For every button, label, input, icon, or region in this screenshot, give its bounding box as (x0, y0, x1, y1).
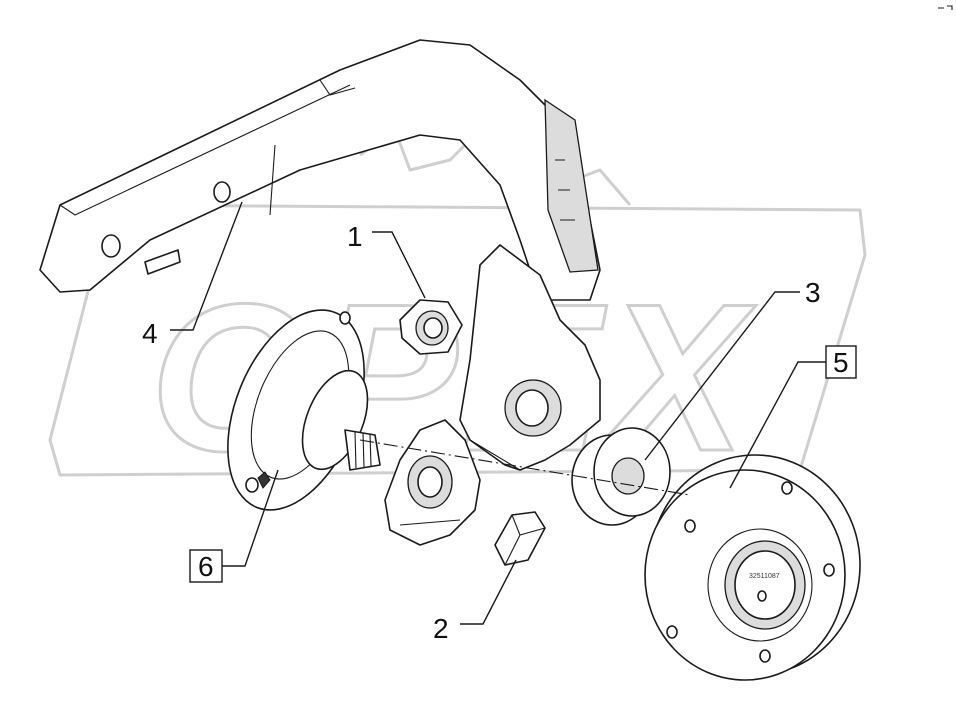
leader-1 (372, 231, 426, 299)
leader-6 (222, 469, 279, 567)
callout-4: 4 (142, 318, 158, 349)
callout-5: 5 (833, 347, 849, 378)
part-5-flange: 32511087 (644, 454, 861, 681)
leader-2 (460, 559, 517, 625)
callouts: 1 2 3 4 5 6 (142, 221, 857, 644)
axis-centerline (359, 439, 691, 496)
leader-lines (170, 201, 826, 625)
leader-5 (729, 361, 826, 489)
hub-marking-icon (257, 471, 271, 489)
part-3-spacer (571, 427, 671, 526)
bracket-plate (384, 244, 601, 546)
callout-6-box (189, 549, 223, 583)
part-6-hub (227, 309, 381, 511)
part-4-lever-arm (39, 39, 601, 301)
corner-mark-icon (938, 5, 953, 10)
callout-6: 6 (198, 551, 214, 582)
callout-5-box (825, 345, 857, 379)
leader-4 (170, 201, 243, 331)
leader-3 (644, 291, 800, 461)
hub-stamp-text: 32511087 (749, 573, 780, 580)
part-2-nut (494, 511, 546, 566)
callout-3: 3 (805, 277, 821, 308)
part-1-nut (399, 299, 463, 355)
callout-1: 1 (347, 221, 363, 252)
callout-2: 2 (433, 613, 449, 644)
